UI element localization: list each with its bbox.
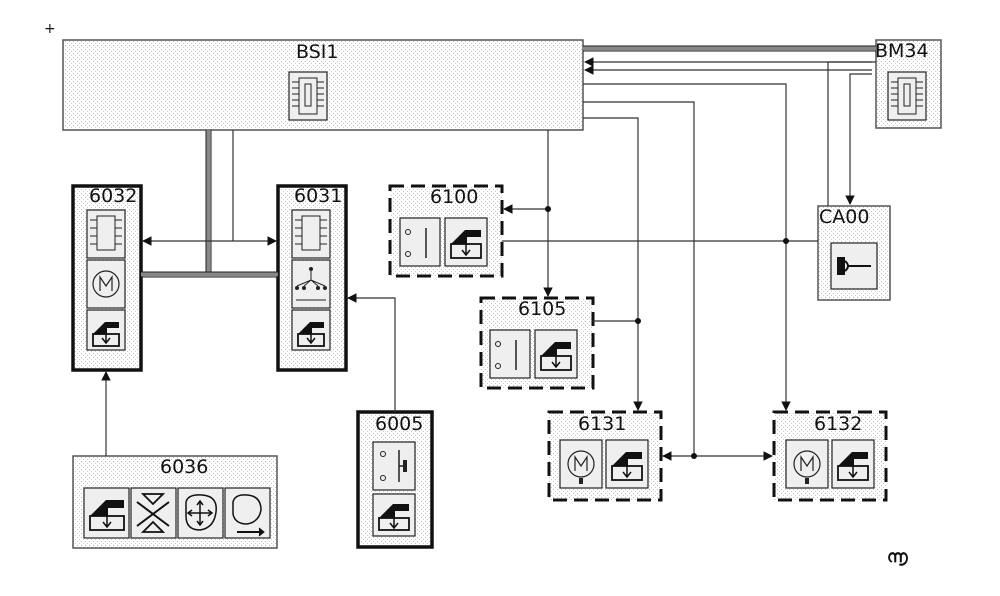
move-arrows-icon <box>177 487 224 539</box>
motor-icon <box>86 259 126 309</box>
wire-6005-to-6031 <box>347 293 396 412</box>
junction-dot <box>545 206 551 212</box>
module-ca00[interactable]: CA00 <box>817 205 891 301</box>
page-mark: ൬ <box>887 547 908 567</box>
switch-icon <box>489 329 531 379</box>
module-label-6036: 6036 <box>160 456 208 478</box>
motor-icon <box>785 439 829 489</box>
switch-icon <box>372 441 416 491</box>
module-label-6132: 6132 <box>814 413 862 435</box>
seat-return-icon <box>224 487 271 539</box>
module-6031[interactable]: 6031 <box>276 184 348 372</box>
key-icon <box>830 242 878 290</box>
ecu-chip-icon <box>291 209 331 259</box>
network-tree-icon <box>291 259 331 309</box>
wire-bsi1-to-6131 <box>583 117 643 411</box>
actuator-icon <box>605 439 649 489</box>
module-label-6131: 6131 <box>578 413 626 435</box>
actuator-icon <box>831 439 875 489</box>
module-label-6100: 6100 <box>430 186 478 208</box>
module-bsi1[interactable]: BSI1 <box>62 39 584 131</box>
module-label-ca00: CA00 <box>819 206 869 228</box>
actuator-icon <box>83 487 130 539</box>
actuator-icon <box>372 493 416 537</box>
module-6032[interactable]: 6032 <box>71 184 143 372</box>
module-label-bm34: BM34 <box>875 40 929 62</box>
switch-icon <box>399 217 441 267</box>
wire-bm34-to-ca00 <box>845 73 872 205</box>
module-6132[interactable]: 6132 <box>772 410 888 502</box>
actuator-icon <box>86 309 126 351</box>
ecu-chip-icon <box>86 209 126 259</box>
actuator-icon <box>444 217 488 267</box>
module-6105[interactable]: 6105 <box>479 296 595 390</box>
junction-dot <box>635 318 641 324</box>
module-6005[interactable]: 6005 <box>356 410 434 549</box>
wire-bsi1-to-6132 <box>583 83 791 411</box>
module-6100[interactable]: 6100 <box>388 184 504 278</box>
corner-mark: + <box>44 21 56 37</box>
module-label-6032: 6032 <box>89 185 137 207</box>
module-label-bsi1: BSI1 <box>296 41 338 63</box>
actuator-icon <box>291 309 331 351</box>
module-label-6005: 6005 <box>375 413 423 435</box>
module-bm34[interactable]: BM34 <box>875 39 942 129</box>
module-label-6031: 6031 <box>294 185 342 207</box>
actuator-icon <box>534 329 578 379</box>
wire-bm34-ca00-b <box>827 61 876 206</box>
junction-dot <box>691 453 697 459</box>
ecu-chip-icon <box>887 71 927 121</box>
motor-icon <box>559 439 603 489</box>
wire-bsi1-to-6131-6132-junction <box>583 101 695 456</box>
module-label-6105: 6105 <box>518 298 566 320</box>
module-6036[interactable]: 6036 <box>72 455 278 549</box>
no-cross-icon <box>130 487 177 539</box>
ecu-chip-icon <box>288 71 328 121</box>
junction-dot <box>783 238 789 244</box>
module-6131[interactable]: 6131 <box>547 410 663 502</box>
